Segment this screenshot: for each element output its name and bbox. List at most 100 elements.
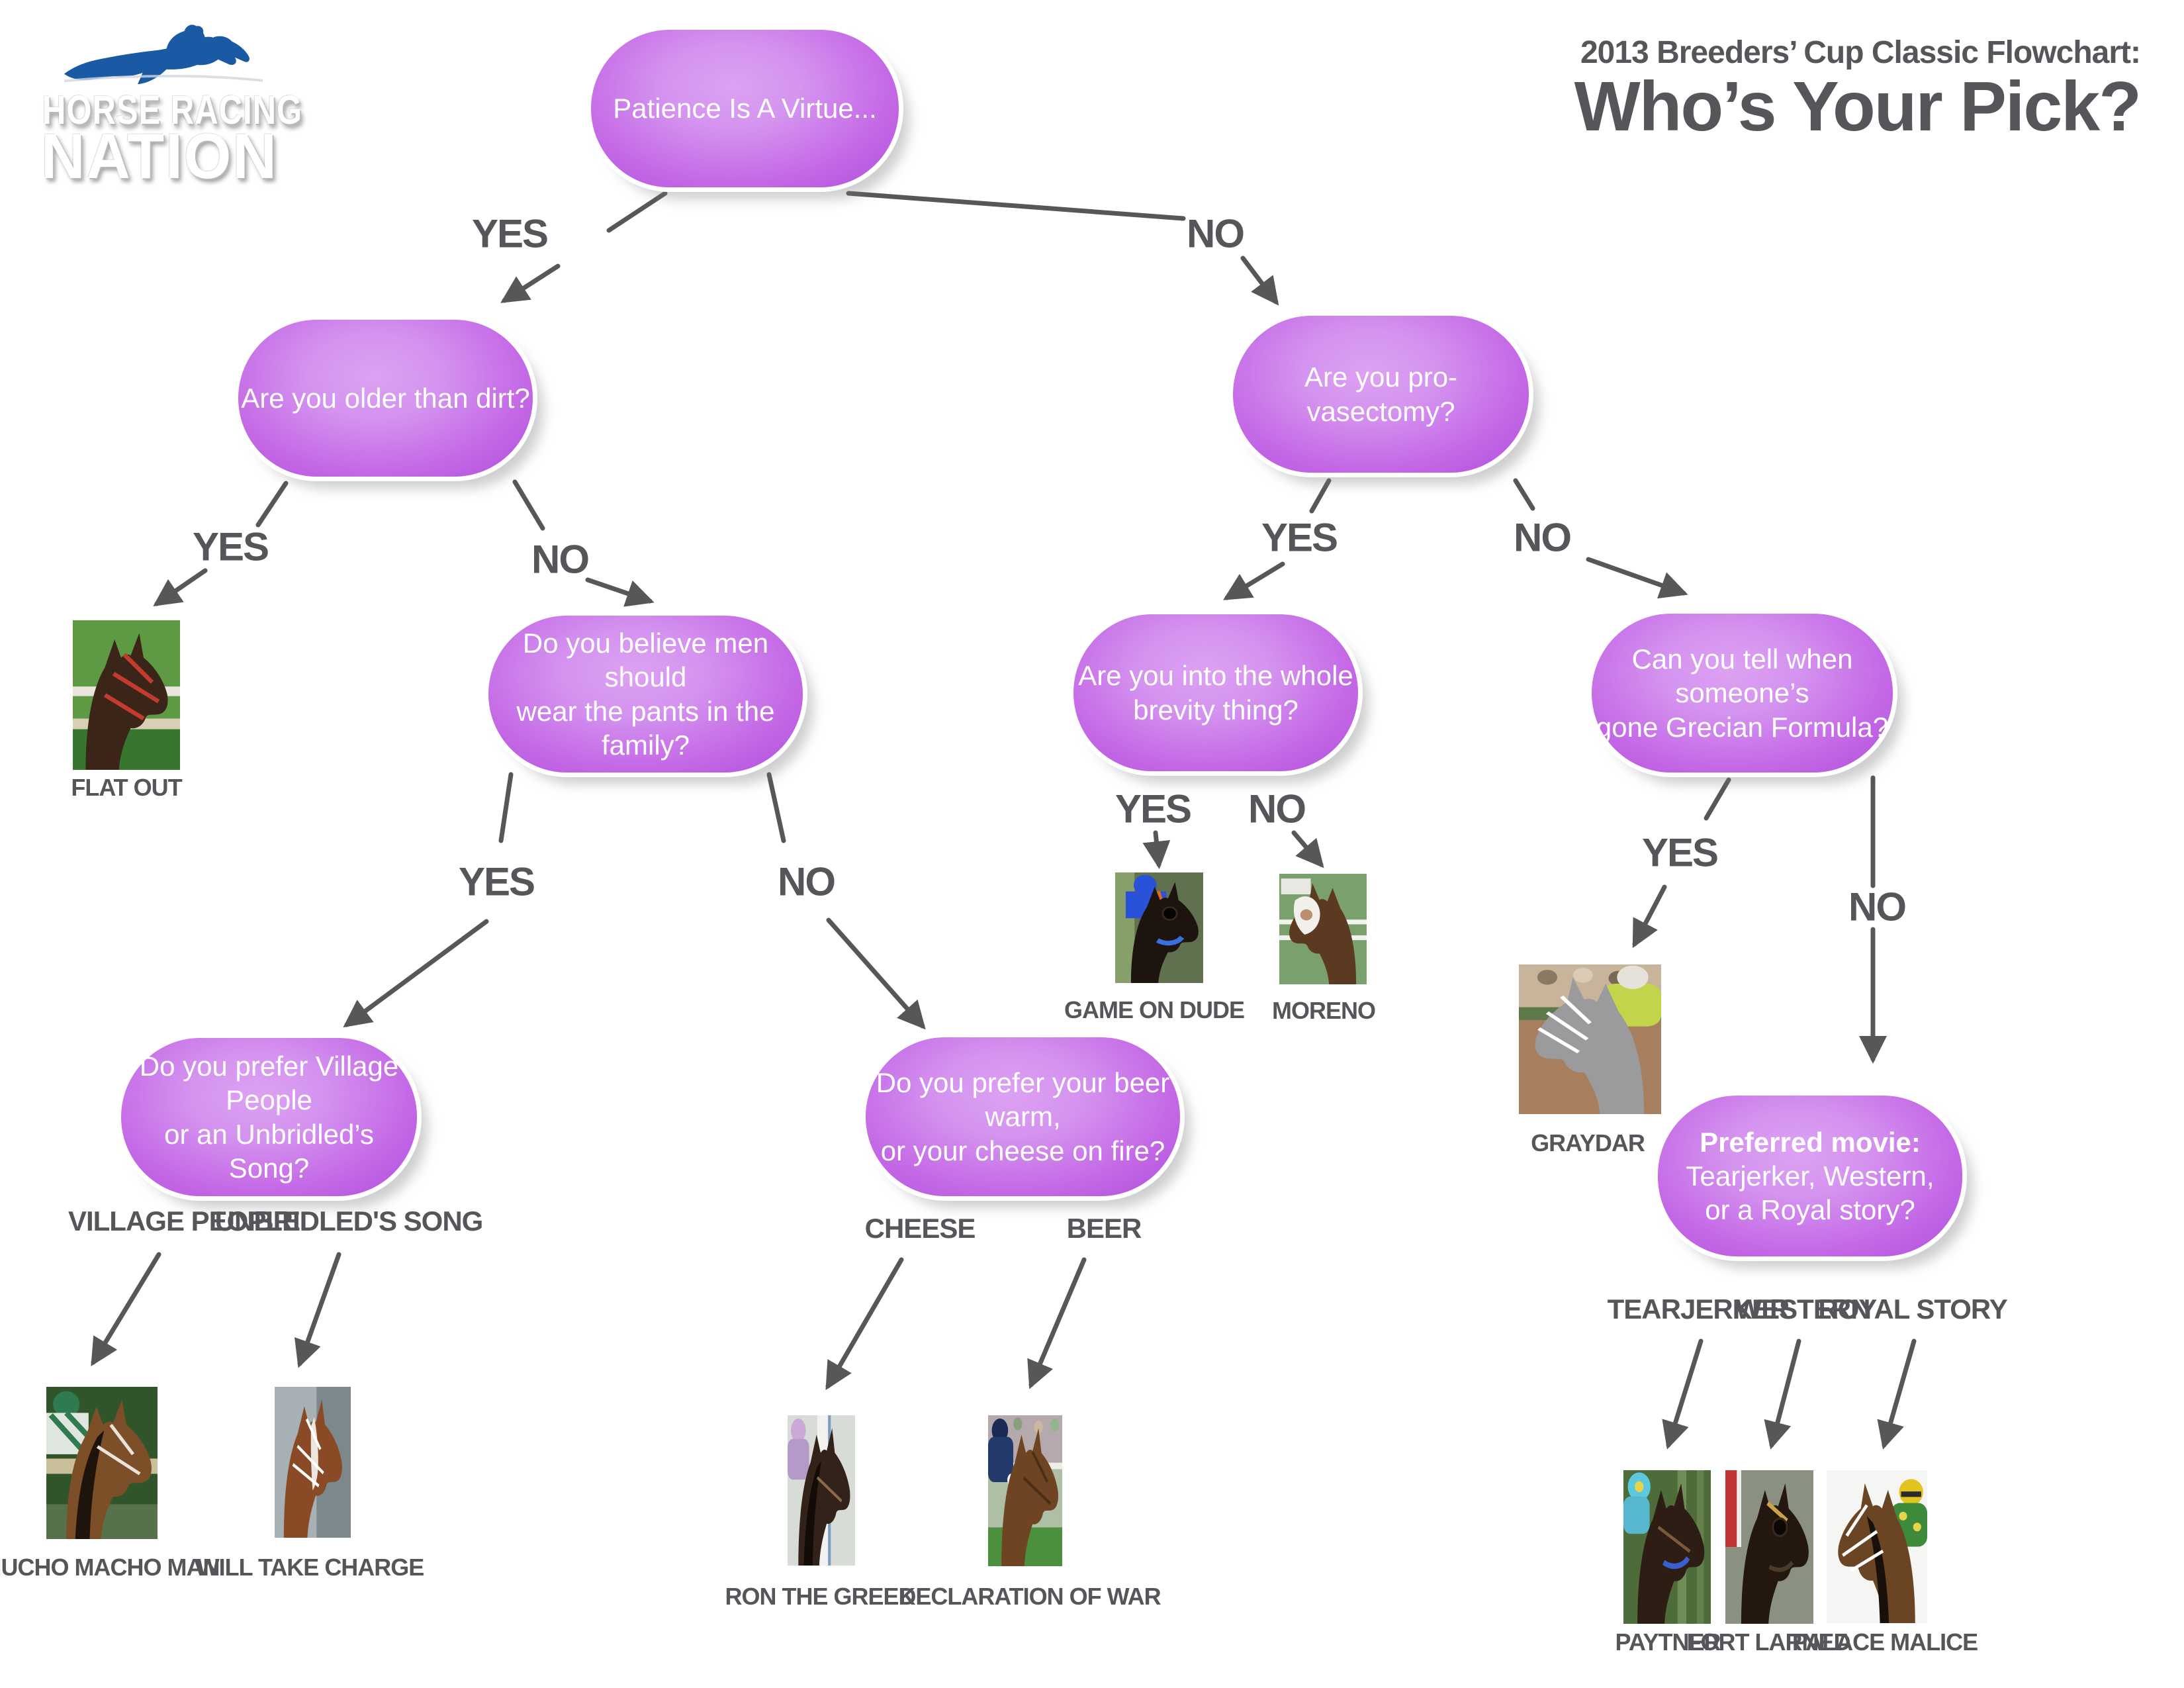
horse-name-paytner: PAYTNER — [1615, 1628, 1721, 1656]
node-text-line: Tearjerker, Western, — [1686, 1160, 1934, 1192]
branch-label-royal-story: ROYAL STORY — [1818, 1293, 2007, 1325]
photo-fort-larned — [1725, 1470, 1813, 1624]
ron-the-greek-horse-illustration — [788, 1415, 855, 1566]
connector-grecian-yes-b — [1632, 884, 1667, 949]
node-text-line: Patience Is A Virtue... — [613, 93, 877, 124]
connector-root-no-a — [846, 191, 1186, 221]
branch-label-cheese: CHEESE — [864, 1213, 976, 1244]
horse-name-graydar: GRAYDAR — [1531, 1129, 1645, 1156]
branch-label-village-people: VILLAGE PEOPLE — [68, 1205, 300, 1237]
node-brevity-thing: Are you into the whole brevity thing? — [1073, 614, 1358, 771]
will-take-charge-horse-illustration — [275, 1387, 351, 1538]
branch-label-yes: YES — [1115, 786, 1192, 831]
branch-label-no: NO — [1248, 786, 1306, 831]
node-text-line: wear the pants in the family? — [516, 695, 775, 761]
node-text-line: brevity thing? — [1133, 694, 1298, 726]
node-older-than-dirt: Are you older than dirt? — [238, 320, 533, 477]
photo-graydar — [1519, 964, 1661, 1114]
node-village-people-or-unbridleds-song: Do you prefer Village People or an Unbri… — [121, 1038, 417, 1196]
branch-label-no: NO — [778, 859, 836, 904]
branch-label-no: NO — [531, 537, 590, 582]
connector-pants-yes-a — [498, 772, 514, 843]
branch-label-tearjerker: TEARJERKER — [1607, 1293, 1790, 1325]
flat-out-horse-illustration — [73, 620, 180, 770]
graydar-horse-illustration — [1519, 964, 1661, 1114]
mucho-macho-man-horse-illustration — [46, 1387, 158, 1539]
connector-root-yes-a — [606, 191, 668, 233]
connector-western — [1764, 1338, 1801, 1450]
photo-flat-out — [73, 620, 180, 770]
connector-grecian-yes-a — [1704, 777, 1731, 821]
connector-vasectomy-no-a — [1513, 478, 1535, 511]
declaration-of-war-horse-illustration — [988, 1415, 1062, 1566]
node-text-line: Do you prefer Village People — [139, 1051, 399, 1116]
connector-vasectomy-yes-b — [1223, 561, 1285, 600]
connector-vasectomy-no-b — [1586, 557, 1688, 599]
node-text-line: or your cheese on fire? — [880, 1135, 1165, 1166]
node-beer-warm-cheese-fire: Do you prefer your beer warm, or your ch… — [866, 1037, 1180, 1196]
connector-older-yes-b — [153, 568, 208, 606]
horse-racing-nation-logo: HORSE RACING NATION — [34, 9, 303, 192]
connector-cheese — [825, 1257, 904, 1391]
moreno-horse-illustration — [1279, 874, 1367, 984]
photo-moreno — [1279, 874, 1367, 984]
node-text-line: Preferred movie: — [1700, 1126, 1921, 1158]
paytner-horse-illustration — [1623, 1470, 1711, 1624]
branch-label-no: NO — [1514, 515, 1572, 560]
page-title: 2013 Breeders’ Cup Classic Flowchart: Wh… — [1574, 34, 2142, 142]
branch-label-yes: YES — [192, 524, 269, 569]
connector-older-no-a — [512, 479, 545, 531]
node-grecian-formula: Can you tell when someone’s gone Grecian… — [1592, 614, 1893, 773]
connector-beer — [1027, 1257, 1087, 1389]
connector-root-no-b — [1240, 256, 1279, 306]
horse-name-game-on-dude: GAME ON DUDE — [1064, 996, 1245, 1023]
connector-pants-no-b — [826, 917, 926, 1030]
horse-name-mucho-macho-man: MUCHO MACHO MAN — [0, 1554, 220, 1581]
node-text-line: gone Grecian Formula? — [1596, 711, 1889, 743]
logo-text-horse-racing: HORSE RACING — [42, 88, 303, 133]
node-text-line: Do you believe men should — [522, 628, 769, 693]
node-wear-the-pants: Do you believe men should wear the pants… — [488, 616, 803, 773]
photo-mucho-macho-man — [46, 1387, 158, 1539]
node-text-line: or a Royal story? — [1705, 1194, 1915, 1226]
branch-label-yes: YES — [471, 211, 549, 256]
photo-game-on-dude — [1115, 872, 1203, 983]
connector-older-no-b — [585, 577, 655, 607]
horse-name-palace-malice: PALACE MALICE — [1792, 1628, 1978, 1656]
connector-village-people — [91, 1252, 161, 1366]
branch-label-no: NO — [1187, 211, 1245, 256]
branch-label-no: NO — [1848, 884, 1907, 929]
connector-unbridleds-song — [295, 1252, 341, 1368]
branch-label-yes: YES — [458, 859, 535, 904]
connector-vasectomy-yes-a — [1309, 478, 1332, 514]
connector-brevity-no — [1291, 830, 1324, 868]
connector-tearjerker — [1662, 1338, 1704, 1450]
connector-royal-story — [1877, 1338, 1917, 1450]
horse-name-will-take-charge: WILL TAKE CHARGE — [197, 1554, 425, 1581]
node-text-line: Are you pro-vasectomy? — [1304, 361, 1458, 427]
branch-label-western: WESTERN — [1735, 1293, 1871, 1325]
node-preferred-movie: Preferred movie: Tearjerker, Western, or… — [1658, 1096, 1962, 1256]
photo-ron-the-greek — [788, 1415, 855, 1566]
node-text-line: Do you prefer your beer warm, — [876, 1067, 1170, 1133]
connector-root-yes-b — [500, 263, 561, 303]
photo-declaration-of-war — [988, 1415, 1062, 1566]
horse-jockey-logo-icon — [64, 24, 263, 85]
branch-label-unbridleds-song: UNBRIDLED'S SONG — [214, 1205, 484, 1237]
node-text-line: Are you older than dirt? — [241, 382, 530, 414]
photo-will-take-charge — [275, 1387, 351, 1538]
palace-malice-horse-illustration — [1827, 1470, 1927, 1623]
connector-brevity-yes — [1142, 830, 1171, 869]
node-patience: Patience Is A Virtue... — [591, 30, 899, 187]
connector-pants-yes-b — [343, 919, 489, 1028]
branch-label-beer: BEER — [1066, 1213, 1142, 1244]
node-text-line: Can you tell when someone’s — [1631, 643, 1853, 709]
photo-paytner — [1623, 1470, 1711, 1624]
branch-label-yes: YES — [1261, 515, 1338, 560]
horse-name-moreno: MORENO — [1272, 997, 1376, 1024]
connector-older-yes-a — [255, 481, 289, 528]
node-pro-vasectomy: Are you pro-vasectomy? — [1233, 316, 1529, 473]
horse-name-declaration-of-war: DECLARATION OF WAR — [899, 1583, 1161, 1610]
title-line-1: 2013 Breeders’ Cup Classic Flowchart: — [1580, 35, 2141, 70]
